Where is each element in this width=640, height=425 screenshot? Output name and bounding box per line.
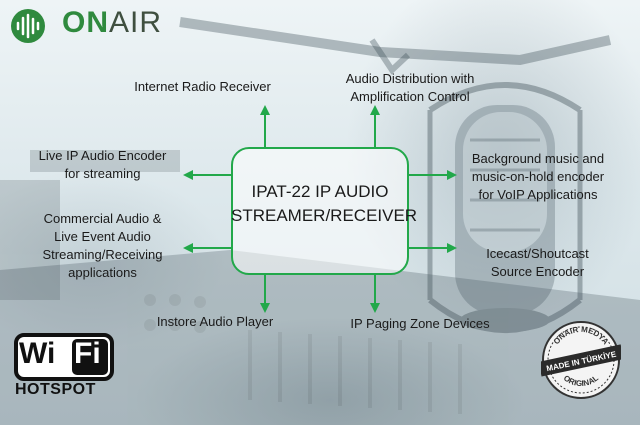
- wifi-wi-text: Wi: [19, 337, 56, 370]
- label-icecast: Icecast/Shoutcast Source Encoder: [486, 246, 589, 279]
- label-live-encoder: Live IP Audio Encoder for streaming: [38, 148, 167, 181]
- center-device-box: [231, 147, 409, 275]
- label-audio-distribution: Audio Distribution with Amplification Co…: [345, 71, 475, 104]
- center-device-title: IPAT-22 IP AUDIO STREAMER/RECEIVER: [231, 182, 418, 225]
- made-in-turkiye-badge: ONAIR MEDYA MADE IN TÜRKİYE ORIGINAL: [541, 321, 621, 399]
- wifi-fi-text: Fi: [74, 337, 101, 370]
- mixer-console-icon: [0, 250, 640, 425]
- label-paging-zone: IP Paging Zone Devices: [350, 316, 490, 331]
- wifi-hotspot-icon: [14, 333, 114, 381]
- badge-bottom-text: ORIGINAL: [562, 373, 600, 388]
- logo-on-text: ON: [62, 6, 109, 39]
- label-background-music: Background music and music-on-hold encod…: [471, 151, 605, 202]
- onair-logo-mark: [11, 9, 45, 43]
- onair-wordmark: ONAIR: [62, 6, 162, 40]
- microphone-icon: [427, 82, 583, 333]
- logo-air-text: AIR: [109, 6, 163, 39]
- label-instore-player: Instore Audio Player: [156, 314, 274, 329]
- label-internet-radio: Internet Radio Receiver: [134, 79, 271, 94]
- wifi-hotspot-text: HOTSPOT: [15, 381, 96, 398]
- label-commercial-audio: Commercial Audio & Live Event Audio Stre…: [42, 211, 163, 280]
